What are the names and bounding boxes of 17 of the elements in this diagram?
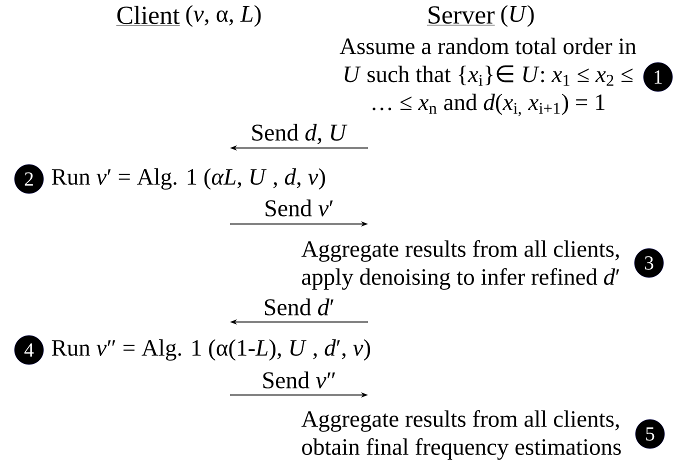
step-number: 4 — [14, 335, 44, 365]
column-parameters: (v, α, L) — [186, 5, 261, 27]
column-heading: Server — [426, 6, 495, 26]
step-text: Run v″ = Alg. 1 (α(1-L), U , d′, v) — [52, 339, 370, 361]
step-number: 3 — [634, 248, 664, 278]
message-label: Send v″ — [263, 372, 336, 388]
column-heading: Client — [116, 6, 180, 26]
step-text: Aggregate results from all clients, obtain final frequency estimations — [301, 410, 621, 460]
step-text: Run v′ = Alg. 1 (αL, U , d, v) — [52, 168, 325, 190]
message-label: Send d′ — [264, 298, 334, 316]
message-label: Send v′ — [266, 200, 333, 216]
step-text: Assume a random total order in U such that {x$_{i}$}∈ U: x$_{1}$ ≤ x$_{2}$ ≤ … ≤ x$_{n}$ and d(x$_{i,}$ x$_{i+1}$) = 1 — [340, 38, 636, 116]
step-number: 5 — [635, 419, 665, 449]
message-label: Send d, U — [252, 124, 348, 144]
step-number: 1 — [643, 62, 673, 92]
column-parameters: (U) — [501, 5, 534, 27]
step-number: 2 — [14, 164, 44, 194]
